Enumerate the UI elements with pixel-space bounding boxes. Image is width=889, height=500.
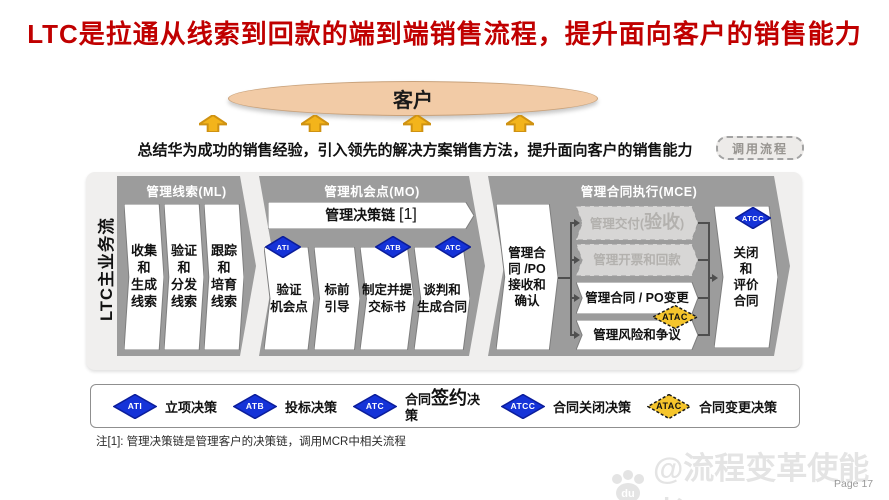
process-box-label: 收集 和 生成 线索 [130,243,157,309]
section-header-mce: 管理合同执行(MCE) [580,185,698,199]
connector-line [570,334,575,336]
page-title: LTC是拉通从线索到回款的端到端销售流程，提升面向客户的销售能力 [27,19,862,49]
process-box-label: 管理合同 / PO变更 [585,290,689,305]
watermark-text: @流程变革使能者 [653,451,870,500]
decision-chain-label: 管理决策链 [1] [325,206,417,224]
connector-line [708,277,713,279]
footnote: 注[1]: 管理决策链是管理客户的决策链，调用MCR中相关流程 [96,436,406,448]
up-arrow-icon [506,115,534,132]
process-box-pre-bid-guidance: 标前 引导 [314,247,360,350]
connector-line [570,222,575,224]
up-arrow-icon [403,115,431,132]
process-box-label: 验证 和 分发 线索 [170,243,197,309]
decision-diamond-atb: ATB [375,236,411,258]
customer-ellipse: 客户 [228,81,598,116]
process-box-close-evaluate-contract: 关闭 和 评价 合同 [714,206,778,348]
svg-text:du: du [621,488,634,500]
process-box-label: 制定并提 交标书 [361,283,412,314]
up-arrow-icon [301,115,329,132]
legend-item-atb: ATB 投标决策 [233,394,337,419]
connector-line [696,222,708,224]
process-box-verify-opportunity: 验证 机会点 [264,247,314,350]
decision-chain-banner: 管理决策链 [1] [268,202,474,229]
process-box-manage-invoicing-collection: 管理开票和回款 [576,244,698,276]
connector-line [570,297,575,299]
process-box-negotiate-generate-contract: 谈判和 生成合同 [414,247,470,350]
legend-item-atac: ATAC 合同变更决策 [647,394,777,419]
legend-item-atc: ATC 合同签约决策 [353,387,485,423]
legend-diamond-atc: ATC [353,394,397,419]
legend-diamond-ati: ATI [113,394,157,419]
legend: ATI 立项决策 ATB 投标决策 ATC 合同签约决策 ATCC 合同关闭决策 [90,384,800,428]
arrowhead-icon [574,331,580,339]
connector-line [556,277,570,279]
connector-rail-left [570,222,572,336]
arrowhead-icon [574,219,580,227]
arrowhead-icon [712,274,718,282]
connector-line [696,334,708,336]
decision-diamond-atac: ATAC [652,305,698,329]
call-process-badge: 调用流程 [716,136,804,160]
legend-diamond-atcc: ATCC [501,394,545,419]
legend-diamond-atac: ATAC [647,394,691,419]
process-box-track-nurture-leads: 跟踪 和 培育 线索 [204,204,244,350]
legend-item-atcc: ATCC 合同关闭决策 [501,394,631,419]
process-box-collect-generate-leads: 收集 和 生成 线索 [124,204,164,350]
connector-line [570,259,575,261]
legend-label: 合同关闭决策 [552,399,631,415]
paw-icon: du [612,469,645,500]
up-arrow-icon [199,115,227,132]
process-box-manage-contract-po-change: 管理合同 / PO变更 [576,282,698,314]
process-box-manage-risk-disputes: 管理风险和争议 [576,320,698,350]
decision-diamond-atcc: ATCC [735,207,771,229]
legend-label: 合同变更决策 [698,399,777,415]
flow-side-label: LTC主业务流 [98,217,116,321]
connector-line [696,297,708,299]
process-box-manage-delivery-acceptance: 管理交付(验收) [576,206,698,240]
arrowhead-icon [574,256,580,264]
subtitle: 总结华为成功的销售经验，引入领先的解决方案销售方法，提升面向客户的销售能力 [137,142,693,159]
process-box-label: 管理合 同 /PO 接收和 确认 [508,245,546,309]
legend-diamond-atb: ATB [233,394,277,419]
process-box-label: 标前 引导 [324,283,350,314]
process-box-verify-distribute-leads: 验证 和 分发 线索 [164,204,204,350]
connector-rail-right [708,222,710,336]
process-box-label: 管理开票和回款 [593,252,681,267]
legend-label: 投标决策 [284,399,337,415]
process-box-contract-po-receive-confirm: 管理合 同 /PO 接收和 确认 [496,204,558,350]
process-box-prepare-submit-bid: 制定并提 交标书 [360,247,414,350]
legend-label: 立项决策 [164,399,217,415]
watermark: du @流程变革使能者 [608,443,889,500]
arrowhead-icon [574,294,580,302]
legend-label: 合同签约决策 [404,387,481,423]
process-box-label: 跟踪 和 培育 线索 [210,243,237,309]
decision-diamond-ati: ATI [265,236,301,258]
process-box-label: 谈判和 生成合同 [416,283,467,314]
legend-item-ati: ATI 立项决策 [113,394,217,419]
process-box-label: 验证 机会点 [270,283,308,314]
customer-label: 客户 [393,90,433,112]
process-box-label: 关闭 和 评价 合同 [733,245,759,309]
decision-diamond-atc: ATC [435,236,471,258]
connector-line [696,259,708,261]
section-header-ml: 管理线索(ML) [146,185,227,199]
process-box-label: 管理交付(验收) [589,212,685,233]
process-box-label: 管理风险和争议 [593,327,681,342]
page-number: Page 17 [834,478,874,490]
section-header-mo: 管理机会点(MO) [324,185,420,199]
